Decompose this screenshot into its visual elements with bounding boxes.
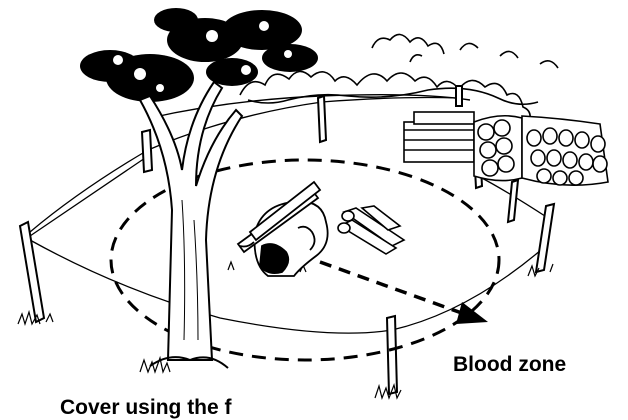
caption-partial: Cover using the f xyxy=(60,396,232,420)
direction-arrow xyxy=(320,262,488,324)
cut-wood-pieces xyxy=(338,206,404,254)
grass-tufts xyxy=(18,262,553,398)
animal-carcass xyxy=(238,182,328,276)
blood-zone-label: Blood zone xyxy=(453,353,566,377)
tree-illustration xyxy=(80,8,318,368)
stacked-logs xyxy=(404,112,608,185)
